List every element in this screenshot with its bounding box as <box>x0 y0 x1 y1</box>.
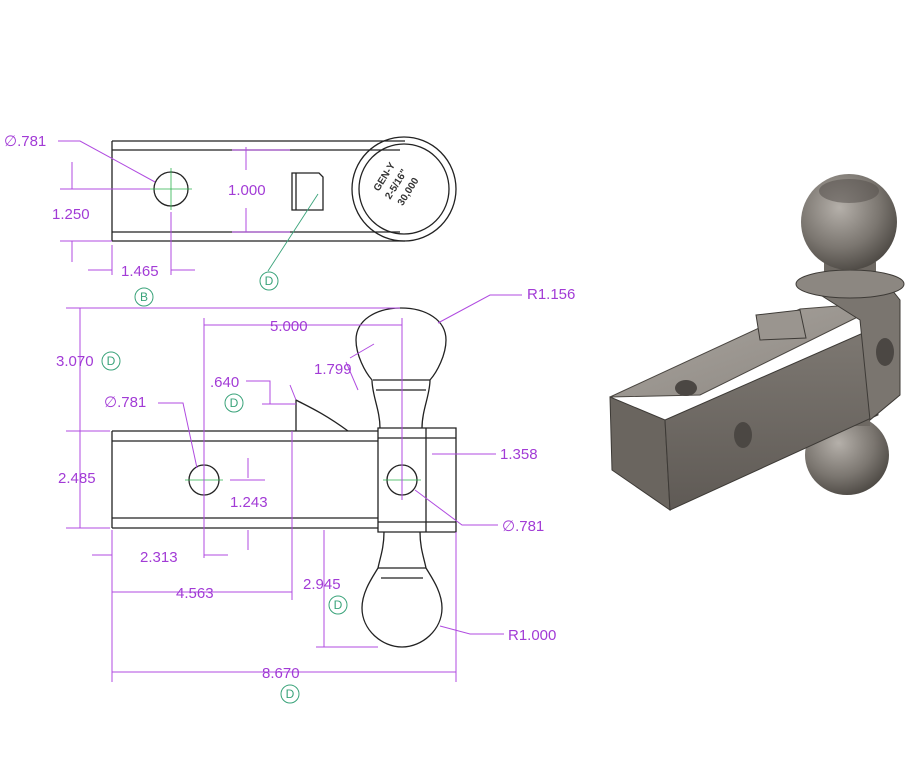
lower-ball-height-label: 2.945 <box>303 576 341 593</box>
svg-text:D: D <box>334 598 343 612</box>
render-top-hole <box>675 380 697 396</box>
top-offset-dim-lines <box>88 212 195 275</box>
ball-neck-label: 1.799 <box>314 361 352 378</box>
render-shank-side <box>664 329 879 511</box>
hole-from-end-dim-lines <box>92 530 228 600</box>
side-hole-right-dia-label: ∅.781 <box>502 518 544 535</box>
svg-text:D: D <box>265 274 274 288</box>
right-hole-leader <box>414 489 498 526</box>
small-ball-radius-leader <box>439 625 504 635</box>
top-view-ball-outer <box>351 136 457 242</box>
render-shank-end <box>609 396 671 511</box>
top-hole-dia-label: ∅.781 <box>4 133 46 150</box>
hole-center-dim-lines <box>230 458 265 550</box>
render-ball-stamp <box>819 179 879 203</box>
hole-center-height-label: 1.243 <box>230 494 268 511</box>
big-ball-radius-label: R1.156 <box>527 286 575 303</box>
top-view-ball-inner <box>358 143 450 235</box>
shank-height-label: 2.485 <box>58 470 96 487</box>
ball-neck-dim-line <box>345 343 375 391</box>
svg-text:D: D <box>230 396 239 410</box>
render-block-hole <box>876 338 894 366</box>
height-dim-lines <box>66 307 400 529</box>
tag-lip: D <box>224 393 244 413</box>
render-base-flange <box>795 269 905 299</box>
side-lip <box>295 398 349 432</box>
wall-thickness-label: 1.358 <box>500 446 538 463</box>
lip-position-dim-lines <box>112 431 293 600</box>
lip-dim-lines <box>246 380 297 405</box>
top-view: GEN-Y 2-5/16" 30,000 ∅.781 1.250 1.000 1… <box>4 133 457 307</box>
hole-from-end-label: 2.313 <box>140 549 178 566</box>
upper-ball <box>355 307 447 429</box>
ball-stamp: GEN-Y 2-5/16" 30,000 <box>372 160 422 207</box>
tag-lower-ball: D <box>328 595 348 615</box>
lip-label: .640 <box>210 374 239 391</box>
render-side-hole <box>734 422 752 448</box>
top-slot-width-label: 1.000 <box>228 182 266 199</box>
slot-tag-leader <box>267 193 319 272</box>
svg-text:B: B <box>140 290 148 304</box>
shank-outline <box>111 430 378 529</box>
top-view-outline <box>111 140 405 242</box>
top-hole-offset-label: 1.465 <box>121 263 159 280</box>
side-hole-left-dia-label: ∅.781 <box>104 394 146 411</box>
tag-overall: D <box>280 684 300 704</box>
overall-length-dim-lines <box>111 532 457 682</box>
top-width-dim-lines <box>60 162 150 262</box>
isometric-render <box>609 174 905 511</box>
big-ball-radius-leader <box>437 294 522 324</box>
top-hole-dia-leader <box>58 140 156 183</box>
tag-top-view: B <box>134 287 154 307</box>
overall-length-label: 8.670 <box>262 665 300 682</box>
top-width-label: 1.250 <box>52 206 90 223</box>
svg-text:D: D <box>286 687 295 701</box>
lower-ball <box>361 531 443 648</box>
ball-offset-dim-lines <box>203 318 403 558</box>
tag-top-slot: D <box>259 271 279 291</box>
render-lip <box>755 309 807 341</box>
side-view: R1.156 5.000 3.070 1.799 .640 ∅.781 2.48… <box>56 286 575 704</box>
lip-position-label: 4.563 <box>176 585 214 602</box>
height-label: 3.070 <box>56 353 94 370</box>
slot-dim-lines <box>232 147 290 233</box>
svg-text:D: D <box>107 354 116 368</box>
top-view-lip <box>291 172 324 211</box>
lower-ball-collar <box>378 567 426 579</box>
left-hole-leader <box>158 402 198 469</box>
small-ball-radius-label: R1.000 <box>508 627 556 644</box>
lower-ball-dim-lines <box>316 530 378 648</box>
ball-offset-label: 5.000 <box>270 318 308 335</box>
tag-height: D <box>101 351 121 371</box>
